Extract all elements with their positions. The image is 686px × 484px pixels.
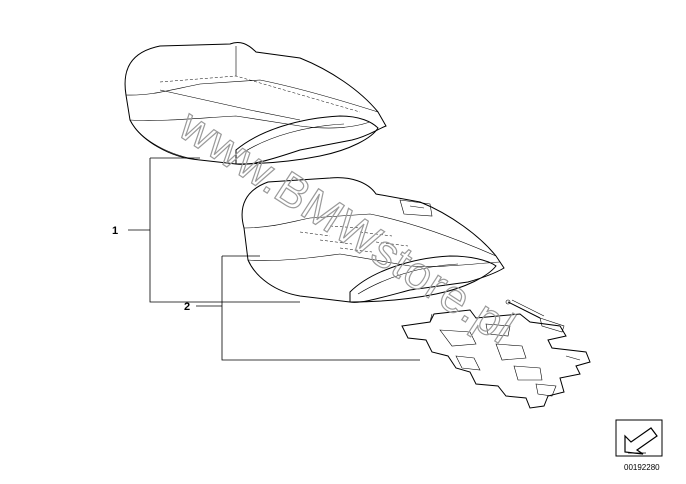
reference-number: 00192280 [624,463,660,472]
diagram-arrow-icon [624,427,658,455]
callout-leaders [128,157,420,361]
seat-heating-mat [401,299,591,409]
callout-1: 1 [112,225,118,237]
watermark: www.BMWstore.pl [170,98,525,354]
reference-box: 00192280 [615,419,663,472]
seat-heating-perforation-marks [299,225,409,253]
seat-cushion-lower [241,177,505,303]
callout-2: 2 [184,301,190,313]
seat-cushion-upper [124,41,387,165]
